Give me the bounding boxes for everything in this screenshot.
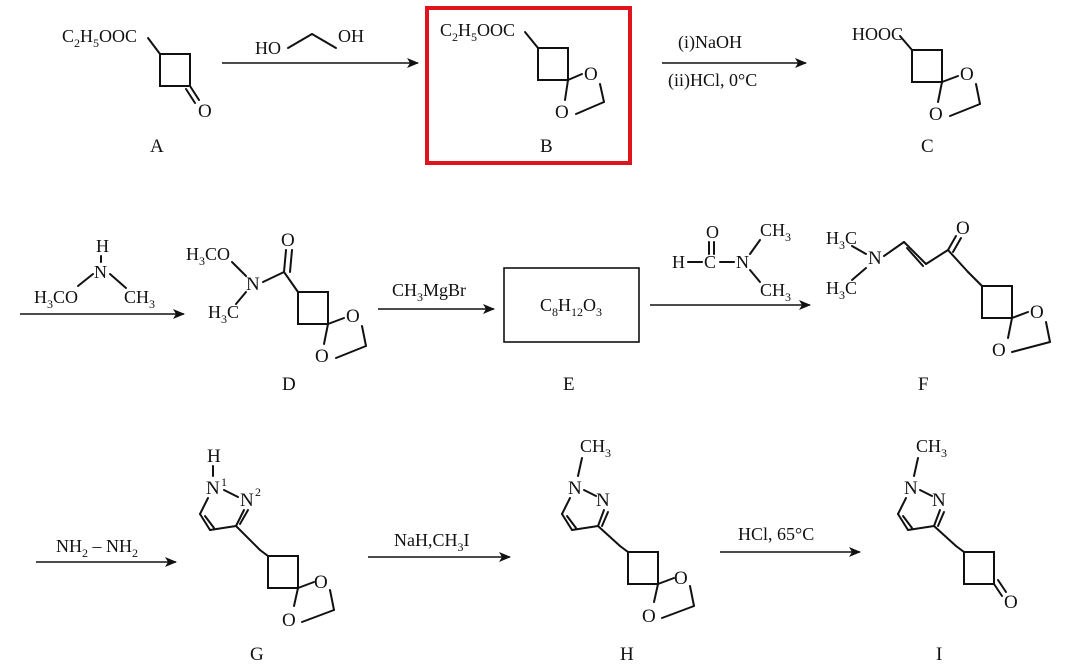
- compound-d-oxygen-1: O: [346, 306, 360, 327]
- compound-g-oxygen-2: O: [282, 610, 296, 631]
- reagent-dmf-o: O: [706, 222, 719, 242]
- compound-h-nitrogen-1: N: [568, 478, 582, 499]
- compound-i-methyl: CH3: [916, 436, 947, 460]
- compound-f-nitrogen: N: [868, 248, 882, 269]
- compound-d-label: D: [282, 374, 296, 395]
- compound-a-label: A: [150, 136, 164, 157]
- reaction-arrow-6: NH2 – NH2: [36, 536, 177, 567]
- reaction-arrow-7: NaH,CH3I: [368, 530, 511, 562]
- compound-e: C8H12O3 E: [503, 267, 640, 395]
- compound-d-carbonyl-oxygen: O: [281, 230, 295, 251]
- compound-h-methyl: CH3: [580, 436, 611, 460]
- compound-g: H N 1 N 2 O O G: [199, 446, 335, 665]
- reagent-glycol-oh: OH: [338, 26, 364, 46]
- reagent-nah-ch3i: NaH,CH3I: [394, 530, 470, 554]
- compound-i-label: I: [936, 644, 942, 665]
- reaction-arrow-5: O H C N CH3 CH3: [650, 220, 811, 310]
- compound-b: C2H5OOC O O B: [425, 6, 632, 165]
- reagent-amine-n: N: [94, 262, 107, 282]
- compound-f-oxygen-2: O: [992, 340, 1006, 361]
- compound-b-oxygen-1: O: [584, 64, 598, 85]
- compound-i-ketone-oxygen: O: [1004, 592, 1018, 613]
- reagent-dmf-methyl-top: CH3: [760, 220, 791, 244]
- reagent-glycol-ho: HO: [255, 38, 281, 58]
- compound-i: CH3 N N O I: [897, 436, 1018, 665]
- reagent-dmf-h: H: [672, 252, 685, 272]
- compound-g-oxygen-1: O: [314, 572, 328, 593]
- compound-i-nitrogen-1: N: [904, 478, 918, 499]
- compound-f-oxygen-1: O: [1030, 302, 1044, 323]
- compound-a: C2H5OOC O A: [62, 26, 212, 157]
- compound-f-methyl-2: H3C: [826, 278, 857, 302]
- compound-c-acid-group: HOOC: [852, 24, 903, 44]
- compound-f-methyl-1: H3C: [826, 228, 857, 252]
- compound-e-box: [503, 267, 640, 343]
- compound-g-n2-number: 2: [255, 485, 261, 499]
- compound-b-highlight-box: [425, 6, 632, 165]
- compound-c-oxygen-2: O: [929, 104, 943, 125]
- reagent-hydrazine: NH2 – NH2: [56, 536, 138, 560]
- compound-b-label: B: [540, 136, 553, 157]
- compound-h-label: H: [620, 644, 634, 665]
- reaction-arrow-2: (i)NaOH (ii)HCl, 0°C: [662, 32, 807, 91]
- compound-h-oxygen-2: O: [642, 606, 656, 627]
- compound-f: H3C N H3C O O O F: [826, 218, 1051, 395]
- compound-f-carbonyl-oxygen: O: [956, 218, 970, 239]
- compound-g-nh-hydrogen: H: [207, 446, 221, 467]
- compound-d-oxygen-2: O: [315, 346, 329, 367]
- reagent-naoh: (i)NaOH: [678, 32, 742, 53]
- compound-a-ester-group: C2H5OOC: [62, 26, 137, 50]
- compound-d-methoxy: H3CO: [186, 244, 230, 268]
- compound-i-nitrogen-2: N: [932, 490, 946, 511]
- reagent-dmf-c: C: [704, 252, 716, 272]
- compound-d: H3CO N H3C O O O D: [186, 230, 367, 395]
- compound-c-oxygen-1: O: [960, 64, 974, 85]
- compound-h-oxygen-1: O: [674, 568, 688, 589]
- compound-e-formula: C8H12O3: [540, 295, 602, 319]
- compound-h-nitrogen-2: N: [596, 490, 610, 511]
- compound-f-label: F: [918, 374, 929, 395]
- compound-c-label: C: [921, 136, 934, 157]
- compound-g-nitrogen-2: N: [240, 490, 254, 511]
- reaction-arrow-1: HO OH: [222, 26, 419, 68]
- reagent-hcl-0c: (ii)HCl, 0°C: [668, 70, 757, 91]
- reagent-hcl-65c: HCl, 65°C: [738, 524, 814, 544]
- reagent-grignard: CH3MgBr: [392, 280, 466, 304]
- compound-h: CH3 N N O O H: [561, 436, 695, 665]
- compound-d-n-methyl: H3C: [208, 302, 239, 326]
- compound-e-label: E: [563, 374, 575, 395]
- reaction-arrow-4: CH3MgBr: [378, 280, 495, 314]
- compound-g-label: G: [250, 644, 264, 665]
- compound-c: HOOC O O C: [852, 24, 981, 157]
- reaction-arrow-8: HCl, 65°C: [720, 524, 861, 557]
- compound-g-n1-number: 1: [221, 475, 227, 489]
- reagent-amine-h: H: [96, 236, 109, 256]
- reagent-dmf-n: N: [736, 252, 749, 272]
- compound-b-oxygen-2: O: [555, 102, 569, 123]
- compound-a-ketone-oxygen: O: [198, 101, 212, 122]
- compound-b-ester-group: C2H5OOC: [440, 20, 515, 44]
- reagent-amine-methyl: CH3: [124, 287, 155, 311]
- reagent-dmf-methyl-bottom: CH3: [760, 280, 791, 304]
- compound-g-nitrogen-1: N: [206, 478, 220, 499]
- reaction-arrow-3: H N H3CO CH3: [20, 236, 185, 319]
- reagent-amine-methoxy: H3CO: [34, 287, 78, 311]
- compound-d-nitrogen: N: [246, 274, 260, 295]
